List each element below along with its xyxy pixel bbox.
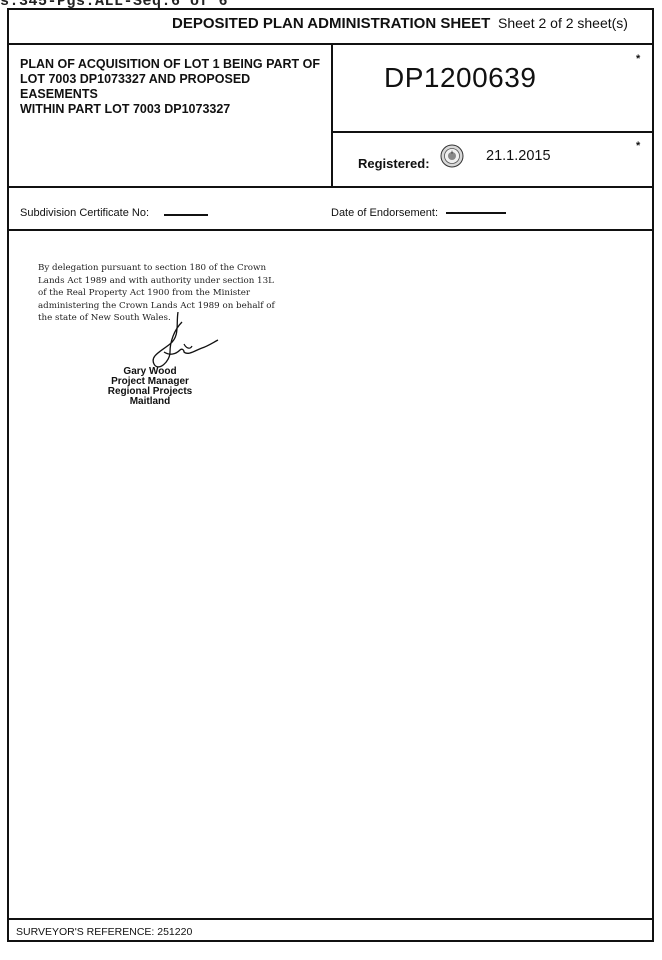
- delegation-line: the state of New South Wales.: [38, 313, 171, 323]
- stamp-line: Project Manager: [111, 376, 189, 387]
- delegation-statement: By delegation pursuant to section 180 of…: [38, 262, 278, 325]
- details-divider: [7, 186, 654, 188]
- stamp-line: Gary Wood: [123, 366, 177, 377]
- registered-label: Registered:: [358, 156, 430, 171]
- asterisk-bottom: *: [636, 140, 641, 152]
- registration-date: 21.1.2015: [486, 148, 551, 164]
- signatory-stamp: Gary Wood Project Manager Regional Proje…: [100, 367, 200, 407]
- endorsement-date-label: Date of Endorsement:: [331, 207, 439, 219]
- asterisk-top: *: [636, 53, 641, 65]
- nsw-seal-icon: [440, 144, 464, 168]
- stamp-line: Maitland: [129, 396, 171, 407]
- subdivision-certificate-blank: [164, 214, 208, 216]
- sheet-count: Sheet 2 of 2 sheet(s): [498, 15, 628, 31]
- number-registration-divider: [331, 131, 654, 133]
- plan-title: PLAN OF ACQUISITION OF LOT 1 BEING PART …: [20, 57, 325, 117]
- delegation-line: administering the Crown Lands Act 1989 o…: [38, 300, 275, 311]
- deposited-plan-number: DP1200639: [384, 62, 537, 93]
- delegation-line: Lands Act 1989 and with authority under …: [38, 275, 274, 286]
- sequence-header: s:345-Pgs:ALL-Seq:6 of 6: [0, 0, 229, 10]
- sheet-title: DEPOSITED PLAN ADMINISTRATION SHEET: [172, 15, 491, 32]
- stamp-line: Regional Projects: [107, 386, 193, 397]
- plan-title-line: WITHIN PART LOT 7003 DP1073327: [20, 102, 231, 116]
- administration-sheet-frame: [7, 8, 654, 942]
- surveyor-reference: SURVEYOR'S REFERENCE: 251220: [16, 926, 193, 938]
- subdivision-certificate-label: Subdivision Certificate No:: [20, 207, 150, 219]
- fields-divider: [7, 229, 654, 231]
- plan-title-line: LOT 7003 DP1073327 AND PROPOSED EASEMENT…: [20, 72, 251, 101]
- footer-divider: [7, 918, 654, 920]
- plan-title-line: PLAN OF ACQUISITION OF LOT 1 BEING PART …: [20, 57, 320, 71]
- endorsement-date-blank: [446, 212, 506, 214]
- delegation-line: of the Real Property Act 1900 from the M…: [38, 288, 250, 298]
- header-divider: [7, 43, 654, 45]
- column-divider: [331, 43, 333, 186]
- delegation-line: By delegation pursuant to section 180 of…: [38, 263, 267, 273]
- signature: [152, 312, 219, 368]
